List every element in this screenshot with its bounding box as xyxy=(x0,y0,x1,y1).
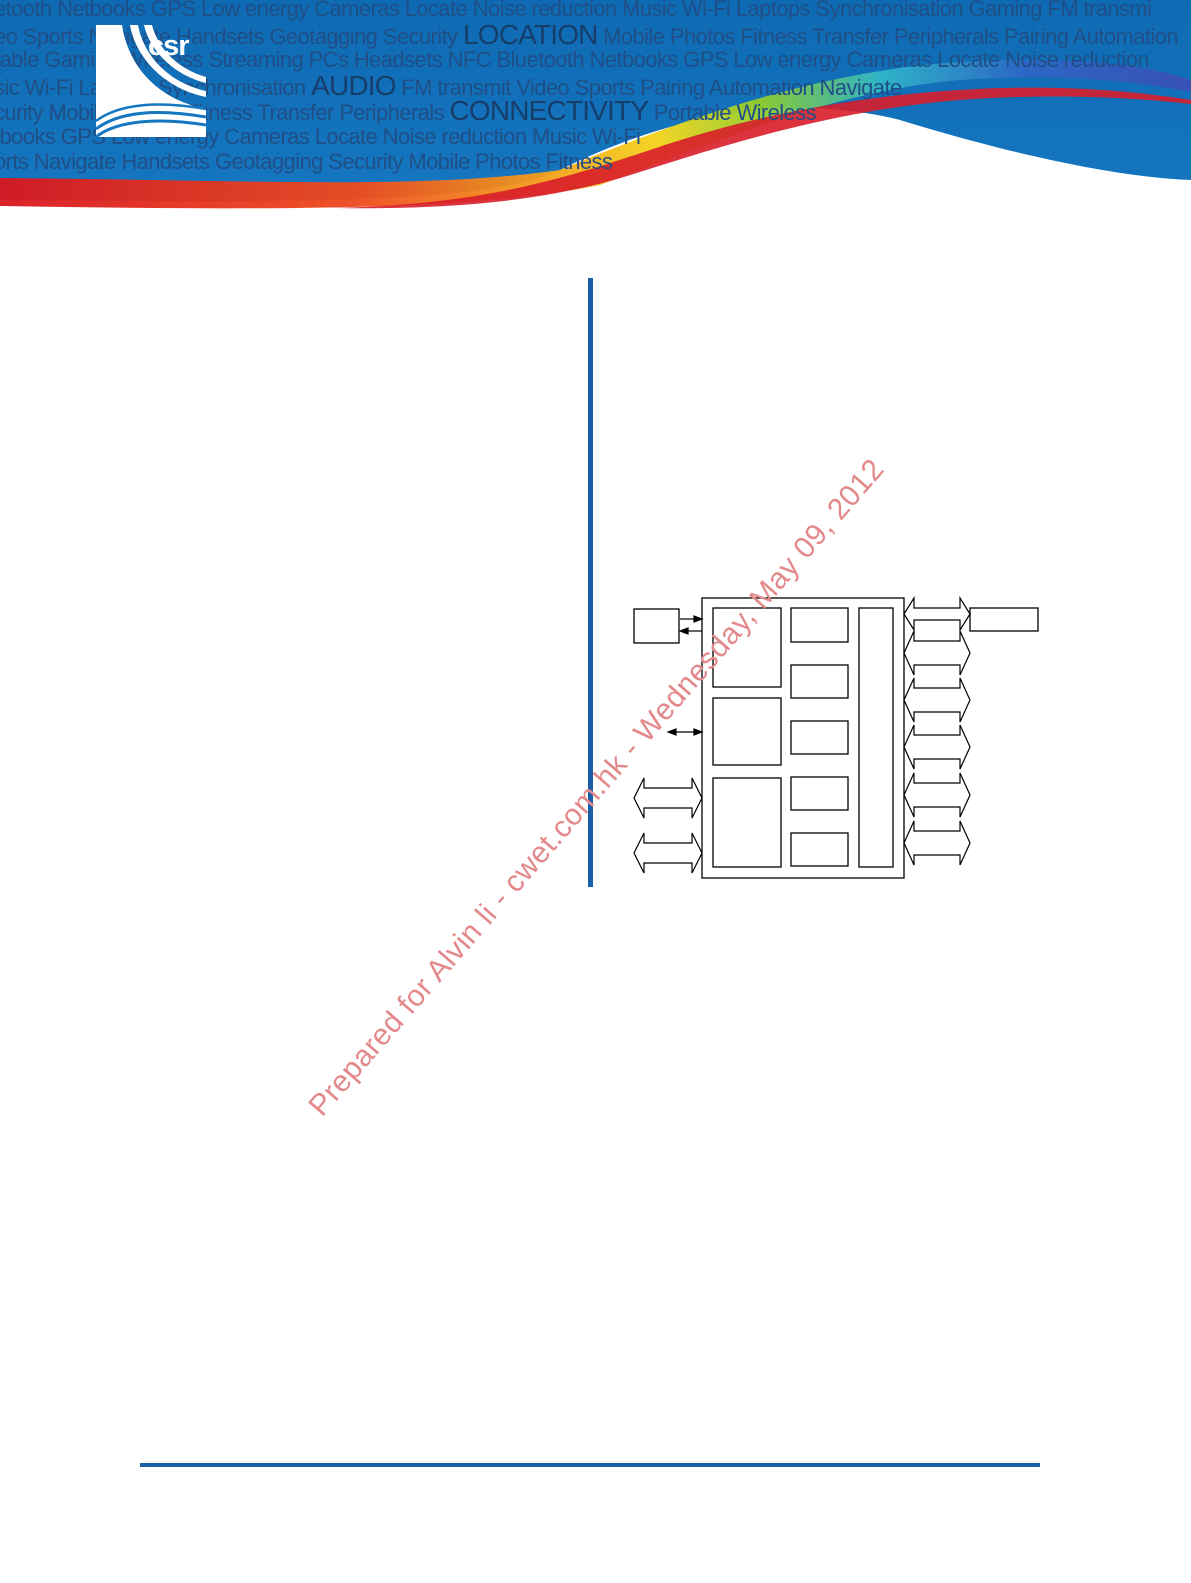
internal-block-4 xyxy=(790,607,849,643)
chip-outline xyxy=(701,597,905,879)
banner-keyword: LOCATION xyxy=(462,18,598,50)
banner-word-text: etooth Netbooks GPS Low energy Cameras L… xyxy=(0,0,1152,21)
block-diagram xyxy=(633,595,1039,879)
banner-word-row: table Gaming Wireless Streaming PCs Head… xyxy=(0,47,1191,73)
banner-word-row: orts Navigate Handsets Geotagging Securi… xyxy=(0,149,1191,175)
internal-block-3 xyxy=(712,777,782,868)
banner-word-text: curity Mobile Photos Fitness Transfer Pe… xyxy=(0,100,450,125)
external-block-right xyxy=(969,607,1039,632)
internal-block-6 xyxy=(790,720,849,755)
header-banner: etooth Netbooks GPS Low energy Cameras L… xyxy=(0,0,1191,215)
internal-block-1 xyxy=(712,607,782,688)
banner-word-row: eo Sports Navigate Handsets Geotagging S… xyxy=(0,18,1191,50)
banner-word-cloud: etooth Netbooks GPS Low energy Cameras L… xyxy=(0,0,1191,175)
csr-logo xyxy=(96,25,206,137)
internal-block-5 xyxy=(790,664,849,699)
banner-background xyxy=(0,0,1191,209)
banner-keyword: AUDIO xyxy=(311,69,396,101)
internal-bus xyxy=(858,607,894,868)
external-block xyxy=(633,608,680,644)
internal-block-2 xyxy=(712,697,782,766)
banner-word-text: orts Navigate Handsets Geotagging Securi… xyxy=(0,149,613,174)
banner-word-text: table Gaming Wireless Streaming PCs Head… xyxy=(0,47,1150,72)
banner-word-text: FM transmit Video Sports Pairing Automat… xyxy=(395,74,902,100)
banner-word-row: curity Mobile Photos Fitness Transfer Pe… xyxy=(0,95,1191,126)
column-divider xyxy=(588,278,593,887)
internal-block-8 xyxy=(790,832,849,867)
banner-word-row: etooth Netbooks GPS Low energy Cameras L… xyxy=(0,0,1191,22)
banner-keyword: CONNECTIVITY xyxy=(449,95,649,126)
banner-word-text: Mobile Photos Fitness Transfer Periphera… xyxy=(597,23,1178,49)
banner-word-text: Portable Wireless xyxy=(648,100,817,125)
internal-block-7 xyxy=(790,776,849,811)
logo-wordmark: csr xyxy=(148,30,190,62)
banner-word-text: eo Sports Navigate Handsets Geotagging S… xyxy=(0,23,463,49)
footer-rule xyxy=(140,1463,1040,1467)
